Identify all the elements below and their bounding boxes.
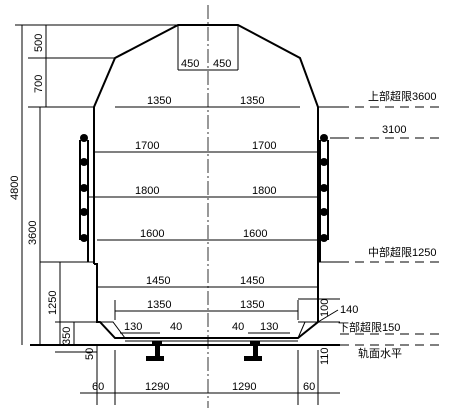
dim-1290-left: 1290 [145, 381, 169, 393]
gauge-outline [30, 24, 340, 346]
dim-700: 700 [33, 75, 45, 93]
label-upper-limit: 上部超限3600 [368, 89, 436, 103]
leader-140 [317, 309, 339, 323]
dim-1250: 1250 [47, 291, 59, 315]
dim-500: 500 [33, 34, 45, 52]
label-rail-level: 轨面水平 [358, 346, 402, 360]
dim-1800-left: 1800 [135, 185, 159, 197]
left-rail [146, 341, 164, 361]
dim-3600: 3600 [27, 221, 39, 245]
dim-60-left: 60 [92, 381, 104, 393]
dim-140: 140 [340, 304, 358, 316]
horizontal-dimension-lines [80, 25, 340, 405]
dim-450-left: 450 [181, 58, 199, 70]
dim-130-right: 130 [260, 321, 278, 333]
dim-1350-bottom-left: 1350 [147, 299, 171, 311]
label-3100: 3100 [382, 124, 406, 136]
dim-1290-right: 1290 [232, 381, 256, 393]
dim-100: 100 [319, 299, 331, 317]
dim-4800: 4800 [9, 176, 21, 200]
right-mast [318, 134, 334, 263]
dim-1350-top-left: 1350 [147, 95, 171, 107]
dim-50: 50 [84, 348, 96, 360]
right-reference-lines [298, 106, 445, 346]
label-lower-limit: 下部超限150 [338, 320, 400, 334]
dim-1700-left: 1700 [135, 140, 159, 152]
dim-1800-right: 1800 [252, 185, 276, 197]
left-dimension-lines [15, 24, 178, 360]
dim-60-right: 60 [303, 381, 315, 393]
dim-450-right: 450 [213, 58, 231, 70]
dim-1600-left: 1600 [140, 228, 164, 240]
right-rail [244, 341, 262, 361]
dim-110: 110 [319, 347, 331, 365]
dim-1450-left: 1450 [146, 275, 170, 287]
dim-1600-right: 1600 [243, 228, 267, 240]
dim-40-right: 40 [232, 321, 244, 333]
dim-1700-right: 1700 [252, 140, 276, 152]
label-middle-limit: 中部超限1250 [368, 245, 436, 259]
dim-1450-right: 1450 [240, 275, 264, 287]
dim-350: 350 [61, 327, 73, 345]
dim-130-left: 130 [124, 321, 142, 333]
dim-1350-top-right: 1350 [240, 95, 264, 107]
left-mast [59, 134, 94, 345]
dim-40-left: 40 [170, 321, 182, 333]
dim-1350-bottom-right: 1350 [240, 299, 264, 311]
